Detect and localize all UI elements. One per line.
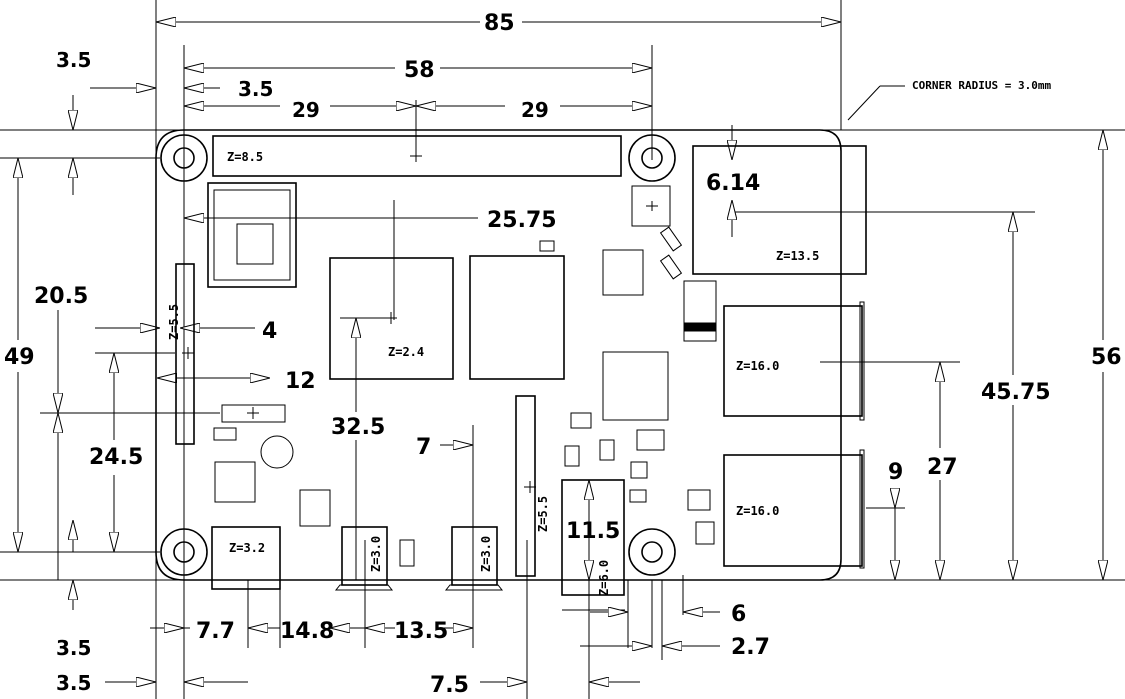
mounting-hole-tr xyxy=(628,134,676,182)
dim-25-75: 25.75 xyxy=(487,208,557,233)
dim-45-75: 45.75 xyxy=(981,380,1051,405)
audio-jack xyxy=(561,479,625,596)
z-label-hdmi1: Z=3.0 xyxy=(479,536,493,572)
dim-3-5-top: 3.5 xyxy=(56,48,91,72)
dim-29-left: 29 xyxy=(292,98,320,122)
camera-connector xyxy=(515,395,536,577)
dim-3-5-inner: 3.5 xyxy=(238,77,273,101)
dim-20-5: 20.5 xyxy=(34,284,88,309)
dimension-lines xyxy=(18,22,1103,682)
z-label-soc: Z=2.4 xyxy=(388,345,424,359)
ram-chip xyxy=(469,255,565,380)
dim-6-14: 6.14 xyxy=(706,171,760,196)
wireless-module xyxy=(207,182,297,288)
usb-port-top xyxy=(723,305,863,417)
dimension-values: 85 58 3.5 3.5 29 29 25.75 6.14 20.5 49 2… xyxy=(4,11,1122,698)
z-labels: Z=8.5 Z=13.5 Z=16.0 Z=16.0 Z=2.4 Z=5.5 Z… xyxy=(167,150,819,596)
display-connector xyxy=(175,263,195,445)
mounting-hole-tl xyxy=(160,134,208,182)
dim-3-5-bottom-vertical: 3.5 xyxy=(56,636,91,660)
z-label-display: Z=5.5 xyxy=(167,304,181,340)
dim-49: 49 xyxy=(4,345,35,370)
dim-14-8: 14.8 xyxy=(280,619,334,644)
z-label-ethernet: Z=13.5 xyxy=(776,249,819,263)
dim-27: 27 xyxy=(927,455,958,480)
soc-chip xyxy=(329,257,454,380)
dim-7-7: 7.7 xyxy=(196,619,235,644)
dim-32-5: 32.5 xyxy=(331,415,385,440)
dim-24-5: 24.5 xyxy=(89,445,143,470)
z-label-camera: Z=5.5 xyxy=(536,496,550,532)
usb-port-bottom xyxy=(723,454,863,567)
misc-components xyxy=(213,226,717,567)
ethernet-port xyxy=(692,145,867,275)
mounting-hole-br xyxy=(628,528,676,576)
z-label-power: Z=3.2 xyxy=(229,541,265,555)
dim-6: 6 xyxy=(731,602,746,627)
dim-56: 56 xyxy=(1091,345,1122,370)
gpio-header xyxy=(212,135,622,177)
z-label-usb-top: Z=16.0 xyxy=(736,359,779,373)
z-label-audio: Z=6.0 xyxy=(597,560,611,596)
board xyxy=(155,129,867,596)
power-port xyxy=(211,526,281,590)
dim-12: 12 xyxy=(285,369,316,394)
dim-4: 4 xyxy=(262,319,277,344)
dim-7-5: 7.5 xyxy=(430,673,469,698)
z-label-usb-bottom: Z=16.0 xyxy=(736,504,779,518)
dim-85: 85 xyxy=(484,11,515,36)
corner-radius-note: CORNER RADIUS = 3.0mm xyxy=(912,79,1051,92)
dim-7: 7 xyxy=(416,435,431,460)
z-label-gpio: Z=8.5 xyxy=(227,150,263,164)
dim-11-5: 11.5 xyxy=(566,519,620,544)
dim-9: 9 xyxy=(888,460,903,485)
mounting-hole-bl xyxy=(160,528,208,576)
z-label-hdmi0: Z=3.0 xyxy=(369,536,383,572)
dim-13-5: 13.5 xyxy=(394,619,448,644)
dim-58: 58 xyxy=(404,58,435,83)
dim-2-7: 2.7 xyxy=(731,635,770,660)
dim-29-right: 29 xyxy=(521,98,549,122)
dim-3-5-bottom-horizontal: 3.5 xyxy=(56,671,91,695)
